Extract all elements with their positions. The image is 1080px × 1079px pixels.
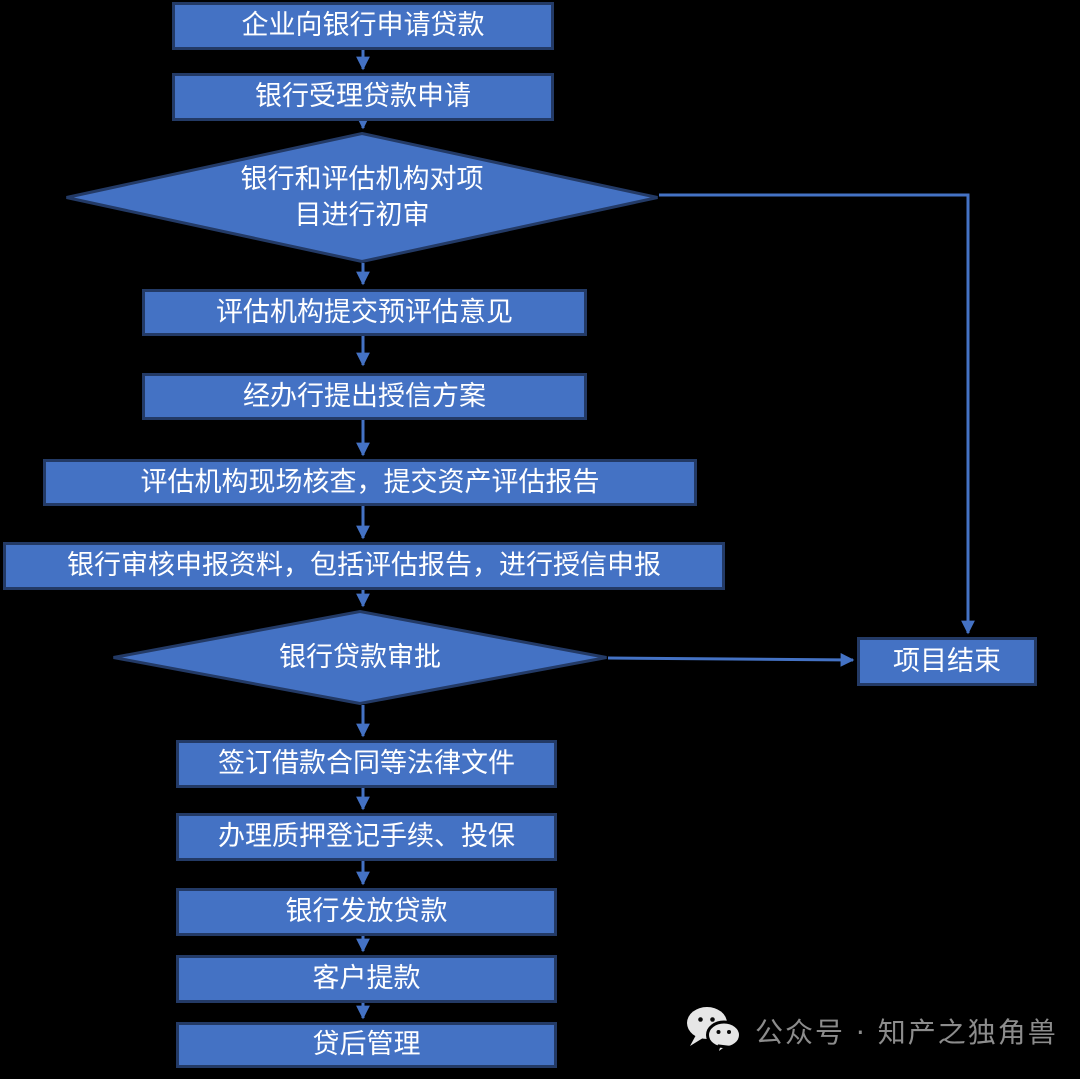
flow-node-customer-withdraw: 客户提款 xyxy=(176,955,557,1003)
wechat-icon xyxy=(687,1007,742,1056)
diamond-shape xyxy=(66,132,658,263)
flow-node-label: 银行受理贷款申请 xyxy=(255,81,471,113)
flow-node-project-end: 项目结束 xyxy=(857,637,1037,686)
flow-node-label: 办理质押登记手续、投保 xyxy=(218,821,515,853)
flow-node-sign-contract: 签订借款合同等法律文件 xyxy=(176,740,557,788)
flow-decision-label: 银行贷款审批 xyxy=(279,641,441,673)
flow-node-issue-loan: 银行发放贷款 xyxy=(176,888,557,936)
watermark-text: 公众号 · 知产之独角兽 xyxy=(755,1016,1058,1049)
connector-decision2-end xyxy=(607,652,855,667)
flow-node-label: 评估机构现场核查，提交资产评估报告 xyxy=(140,466,600,498)
flow-node-pledge-registration: 办理质押登记手续、投保 xyxy=(176,813,557,861)
flow-node-label: 签订借款合同等法律文件 xyxy=(218,748,515,780)
diamond-shape xyxy=(113,610,607,705)
flow-node-review-materials: 银行审核申报资料，包括评估报告，进行授信申报 xyxy=(3,542,725,590)
flow-node-apply-loan: 企业向银行申请贷款 xyxy=(172,2,554,50)
flow-decision-loan-approval: 银行贷款审批 xyxy=(112,610,608,705)
watermark: 公众号 · 知产之独角兽 xyxy=(686,1006,1058,1056)
flow-node-label: 贷后管理 xyxy=(312,1029,421,1061)
flow-decision-label: 银行和评估机构对项 目进行初审 xyxy=(240,163,484,231)
flow-node-accept-application: 银行受理贷款申请 xyxy=(172,73,554,121)
flow-node-pre-evaluation-opinion: 评估机构提交预评估意见 xyxy=(142,289,587,336)
flow-node-label: 评估机构提交预评估意见 xyxy=(216,296,513,328)
flow-node-post-loan-management: 贷后管理 xyxy=(176,1022,557,1068)
flow-node-label: 项目结束 xyxy=(893,645,1001,677)
flow-node-label: 银行发放贷款 xyxy=(285,896,448,928)
flow-node-label: 企业向银行申请贷款 xyxy=(241,10,485,42)
flow-node-credit-plan: 经办行提出授信方案 xyxy=(142,373,587,420)
flow-node-site-verification-report: 评估机构现场核查，提交资产评估报告 xyxy=(43,459,697,506)
flow-node-label: 客户提款 xyxy=(312,963,421,995)
flow-node-label: 银行审核申报资料，包括评估报告，进行授信申报 xyxy=(67,550,661,582)
flow-node-label: 经办行提出授信方案 xyxy=(243,380,486,412)
flow-decision-initial-review: 银行和评估机构对项 目进行初审 xyxy=(65,132,659,263)
